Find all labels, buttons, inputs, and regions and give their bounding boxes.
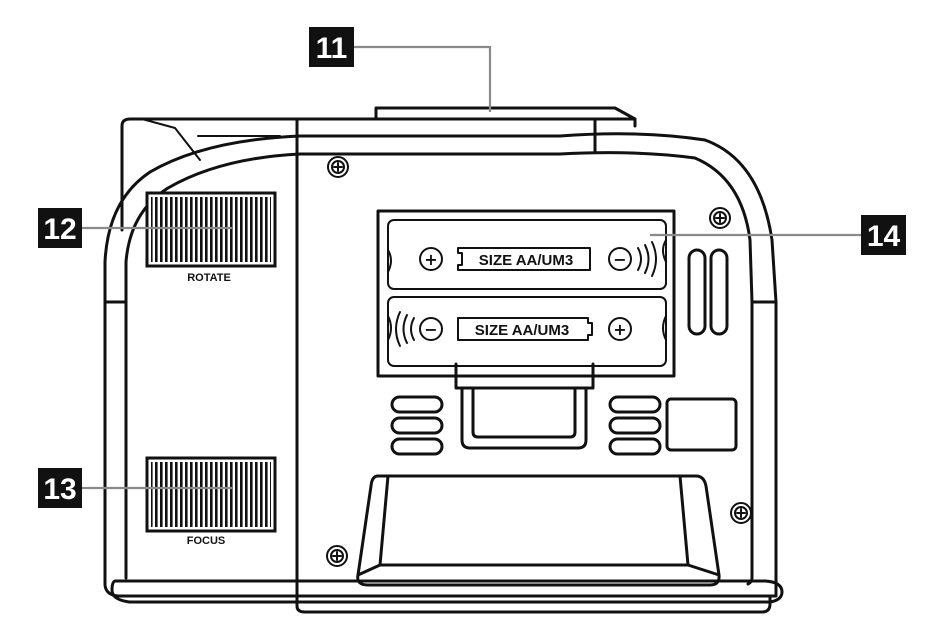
plus-icon: +: [424, 250, 437, 269]
screw-bottom-right: [730, 502, 752, 524]
rotate-label: ROTATE: [187, 272, 231, 284]
battery-compartment: [376, 209, 676, 378]
minus-icon: −: [613, 250, 626, 269]
screw-top-left: [327, 156, 349, 178]
vent-right-top: [687, 248, 729, 336]
callout-14: 14: [861, 215, 906, 255]
rotate-dial[interactable]: [145, 191, 277, 268]
svg-text:13: 13: [43, 473, 76, 506]
battery-door-latch[interactable]: [454, 362, 595, 450]
battery-bottom-label: SIZE AA/UM3: [475, 322, 569, 339]
screw-bottom-left: [326, 545, 348, 567]
minus-icon: −: [424, 320, 437, 339]
focus-label: FOCUS: [187, 535, 226, 547]
callout-11: 11: [309, 27, 354, 67]
svg-text:12: 12: [43, 213, 76, 246]
leader-line-11: [354, 45, 492, 112]
plus-icon: +: [613, 320, 626, 339]
callout-13: 13: [38, 468, 82, 508]
vent-left: [390, 395, 444, 456]
battery-bottom: − SIZE AA/UM3 +: [395, 311, 632, 347]
focus-dial[interactable]: [145, 456, 277, 533]
back-plate: [295, 106, 772, 614]
stand[interactable]: [356, 474, 721, 587]
svg-text:11: 11: [316, 32, 348, 65]
battery-top: + SIZE AA/UM3 −: [419, 241, 657, 277]
square-port: [665, 397, 738, 452]
svg-text:14: 14: [867, 220, 901, 253]
battery-top-label: SIZE AA/UM3: [479, 252, 573, 269]
callout-12: 12: [38, 208, 82, 248]
screw-top-right: [709, 207, 731, 229]
vent-right: [608, 395, 662, 456]
